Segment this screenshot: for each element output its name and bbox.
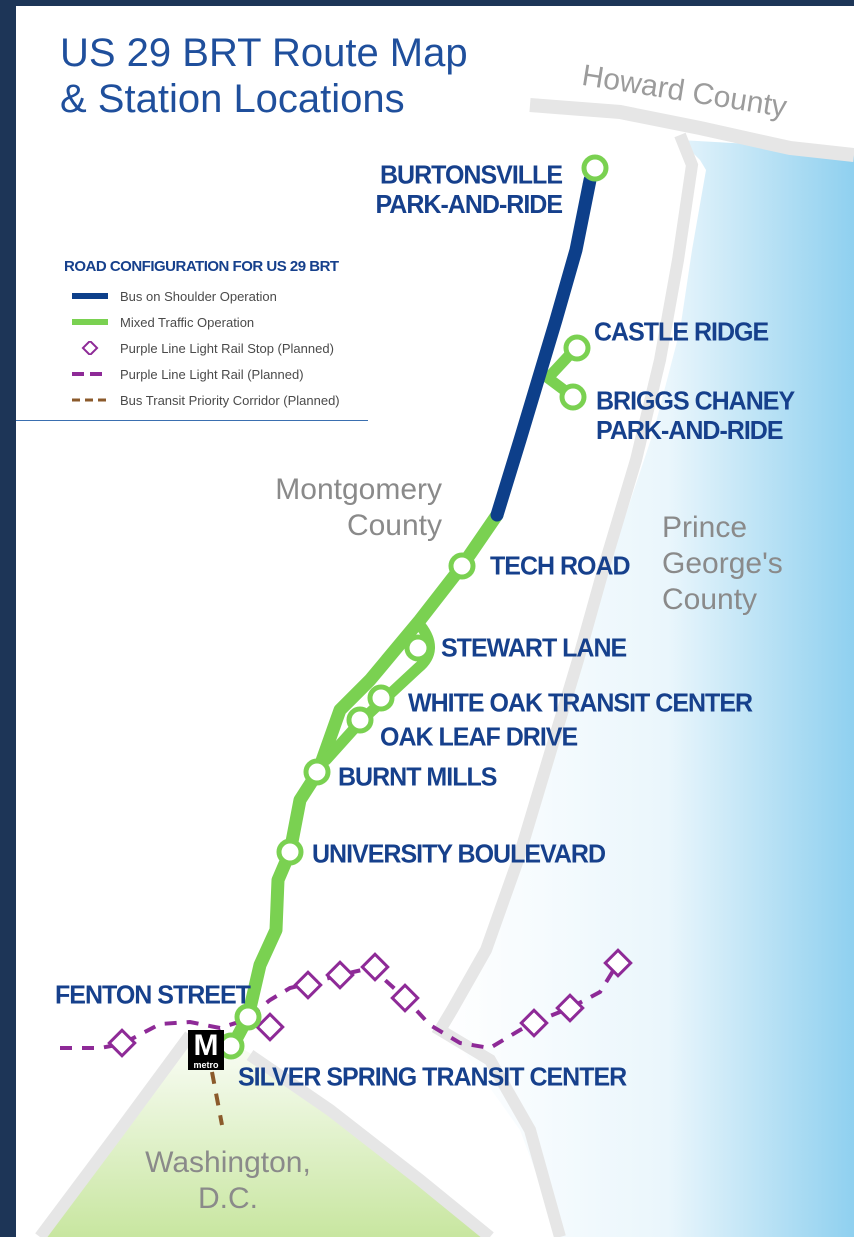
washington-dc-label: Washington, D.C. (130, 1145, 326, 1217)
montgomery-line2: County (346, 509, 442, 542)
briggs-line1: BRIGGS CHANEY (596, 386, 795, 416)
station-markers (217, 154, 609, 1060)
prince-georges-region (440, 140, 854, 1237)
station-marker-burtonsville (581, 154, 609, 182)
frame-left (0, 0, 16, 1237)
purple-stop (519, 1008, 549, 1038)
station-marker-university (276, 838, 304, 866)
legend-item-brt-corridor: Bus Transit Priority Corridor (Planned) (64, 387, 368, 413)
legend-solid-green-line-icon (70, 315, 110, 329)
station-marker-oak-leaf (346, 706, 374, 734)
dc-border-left (35, 1031, 195, 1237)
station-label-oak-leaf: OAK LEAF DRIVE (380, 722, 578, 752)
station-marker-briggs-chaney (559, 383, 587, 411)
dc-line1: Washington, (145, 1146, 311, 1179)
station-label-tech-road: TECH ROAD (490, 551, 631, 581)
frame-left-inner (16, 6, 34, 1237)
legend-label: Purple Line Light Rail (Planned) (120, 366, 304, 382)
map-title-line1: US 29 BRT Route Map (60, 31, 468, 75)
station-label-university: UNIVERSITY BOULEVARD (312, 839, 606, 869)
purple-stop (325, 960, 355, 990)
purple-stop (293, 970, 323, 1000)
station-label-burnt-mills: BURNT MILLS (338, 762, 497, 792)
purple-line-light-rail (60, 961, 620, 1051)
bus-on-shoulder-route (490, 173, 597, 522)
pg-line2: George's (662, 547, 783, 580)
burtonsville-line2: PARK-AND-RIDE (375, 190, 563, 220)
metro-logo-icon: M metro (188, 1030, 224, 1070)
legend-dashed-purple-line-icon (70, 367, 110, 381)
station-label-burtonsville: BURTONSVILLE PARK-AND-RIDE (370, 160, 563, 220)
pg-border-road (431, 132, 699, 1237)
legend-solid-blue-line-icon (70, 289, 110, 303)
brt-priority-corridor (210, 1071, 224, 1126)
station-marker-stewart-lane (404, 634, 432, 662)
legend-dashed-brown-line-icon (70, 393, 110, 407)
station-marker-tech-road (448, 552, 476, 580)
purple-stop (255, 1012, 285, 1042)
legend-item-purple-stop: Purple Line Light Rail Stop (Planned) (64, 335, 368, 361)
purple-stop (603, 948, 633, 978)
map-title: US 29 BRT Route Map & Station Locations (60, 30, 468, 122)
map-title-line2: & Station Locations (60, 77, 405, 121)
howard-border-road (529, 98, 854, 162)
station-label-stewart-lane: STEWART LANE (441, 633, 627, 663)
station-marker-white-oak (367, 684, 395, 712)
dc-line2: D.C. (198, 1182, 258, 1215)
legend-label: Mixed Traffic Operation (120, 314, 255, 330)
pg-line3: County (662, 583, 758, 616)
legend-label: Bus on Shoulder Operation (120, 288, 277, 304)
station-marker-burnt-mills (303, 758, 331, 786)
station-marker-fenton (234, 1003, 262, 1031)
station-marker-castle-ridge (563, 334, 591, 362)
station-label-silver-spring: SILVER SPRING TRANSIT CENTER (238, 1062, 627, 1092)
dc-region (40, 1020, 490, 1237)
montgomery-county-label: Montgomery County (238, 472, 442, 544)
purple-stop (107, 1028, 137, 1058)
legend-label: Bus Transit Priority Corridor (Planned) (120, 392, 340, 408)
legend-item-mixed-traffic: Mixed Traffic Operation (64, 309, 368, 335)
legend-item-bus-shoulder: Bus on Shoulder Operation (64, 283, 368, 309)
pg-line1: Prince (662, 511, 748, 544)
legend-label: Purple Line Light Rail Stop (Planned) (120, 340, 334, 356)
prince-georges-county-label: Prince George's County (662, 510, 783, 618)
burtonsville-line1: BURTONSVILLE (380, 160, 563, 190)
legend-title: ROAD CONFIGURATION FOR US 29 BRT (64, 258, 339, 275)
metro-letter: M (193, 1029, 219, 1062)
montgomery-line1: Montgomery (275, 473, 442, 506)
metro-word: metro (193, 1060, 219, 1070)
legend: ROAD CONFIGURATION FOR US 29 BRT Bus on … (64, 258, 368, 413)
legend-item-purple-line: Purple Line Light Rail (Planned) (64, 361, 368, 387)
purple-stop (360, 952, 390, 982)
frame-top (0, 0, 854, 6)
purple-stop (390, 983, 420, 1013)
dc-border-right (246, 1050, 494, 1237)
station-label-white-oak: WHITE OAK TRANSIT CENTER (408, 688, 753, 718)
legend-diamond-icon (70, 339, 110, 357)
station-label-castle-ridge: CASTLE RIDGE (594, 317, 769, 347)
station-label-fenton: FENTON STREET (55, 980, 251, 1010)
legend-divider (16, 420, 368, 421)
purple-line-stops (107, 948, 633, 1058)
purple-stop (555, 993, 585, 1023)
briggs-line2: PARK-AND-RIDE (596, 416, 784, 446)
station-label-briggs-chaney: BRIGGS CHANEY PARK-AND-RIDE (596, 386, 795, 446)
